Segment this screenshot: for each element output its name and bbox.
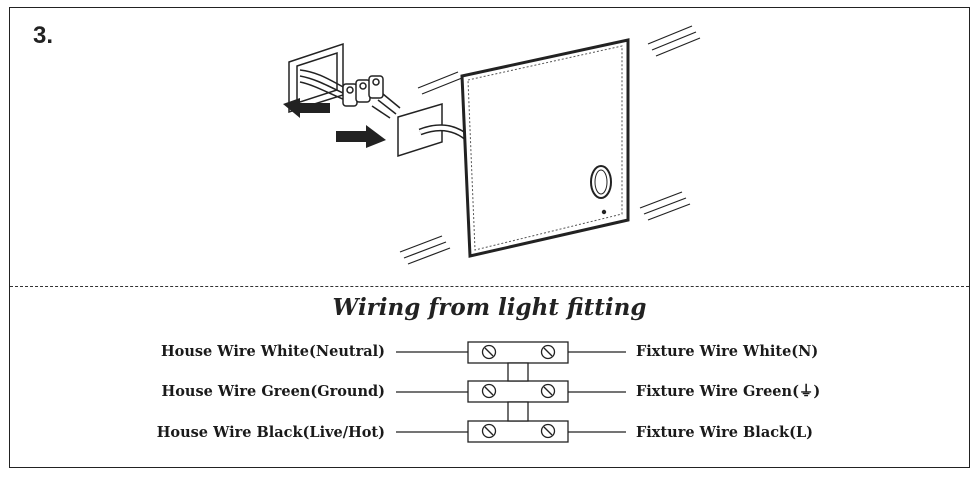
instruction-panel (9, 7, 970, 468)
push-arrow-right (336, 125, 386, 148)
screw-icon (481, 344, 497, 360)
screw-icon (540, 344, 556, 360)
push-arrow-left (283, 98, 330, 118)
screw-icon (540, 423, 556, 439)
mirror-installation-illustration (283, 25, 701, 265)
motion-lines (399, 25, 701, 265)
screw-icon (540, 383, 556, 399)
section-divider (10, 286, 969, 287)
fixture-wire-white-label: Fixture Wire White(N) (636, 343, 819, 360)
screw-icon (481, 423, 497, 439)
wiring-title: Wiring from light fitting (332, 294, 647, 321)
house-wire-white-label: House Wire White(Neutral) (160, 343, 385, 360)
house-wire-green-label: House Wire Green(Ground) (161, 383, 385, 400)
fixture-wire-black-label: Fixture Wire Black(L) (636, 424, 814, 441)
terminal-screws (481, 344, 556, 439)
terminal-connectors (342, 75, 401, 119)
fixture-wire-green-label: Fixture Wire Green(⏚) (636, 383, 821, 400)
screw-icon (481, 383, 497, 399)
step-number: 3. (33, 22, 54, 49)
house-wire-black-label: House Wire Black(Live/Hot) (156, 424, 385, 441)
led-mirror (460, 38, 630, 258)
